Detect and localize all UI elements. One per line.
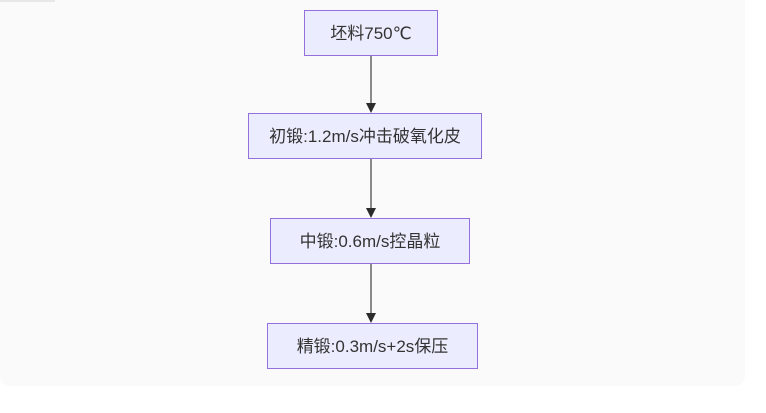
arrow-head-icon <box>366 103 376 113</box>
flow-node-fine-forging: 精锻:0.3m/s+2s保压 <box>267 323 478 369</box>
flow-node-label: 坯料750℃ <box>330 23 412 43</box>
flow-arrow-1 <box>365 56 377 113</box>
flow-node-initial-forging: 初锻:1.2m/s冲击破氧化皮 <box>248 113 482 159</box>
flow-arrow-2 <box>365 159 377 218</box>
flow-node-middle-forging: 中锻:0.6m/s控晶粒 <box>270 218 470 264</box>
flow-arrow-3 <box>365 264 377 323</box>
arrow-head-icon <box>366 313 376 323</box>
flow-node-label: 中锻:0.6m/s控晶粒 <box>299 231 441 251</box>
diagram-canvas: 坯料750℃ 初锻:1.2m/s冲击破氧化皮 中锻:0.6m/s控晶粒 精锻:0… <box>0 0 482 369</box>
flow-node-billet: 坯料750℃ <box>304 10 438 56</box>
flow-node-label: 精锻:0.3m/s+2s保压 <box>296 336 449 356</box>
arrow-line <box>370 159 372 209</box>
arrow-line <box>370 56 372 104</box>
arrow-line <box>370 264 372 314</box>
arrow-head-icon <box>366 208 376 218</box>
top-edge-artifact <box>0 0 55 2</box>
flow-node-label: 初锻:1.2m/s冲击破氧化皮 <box>269 126 461 146</box>
